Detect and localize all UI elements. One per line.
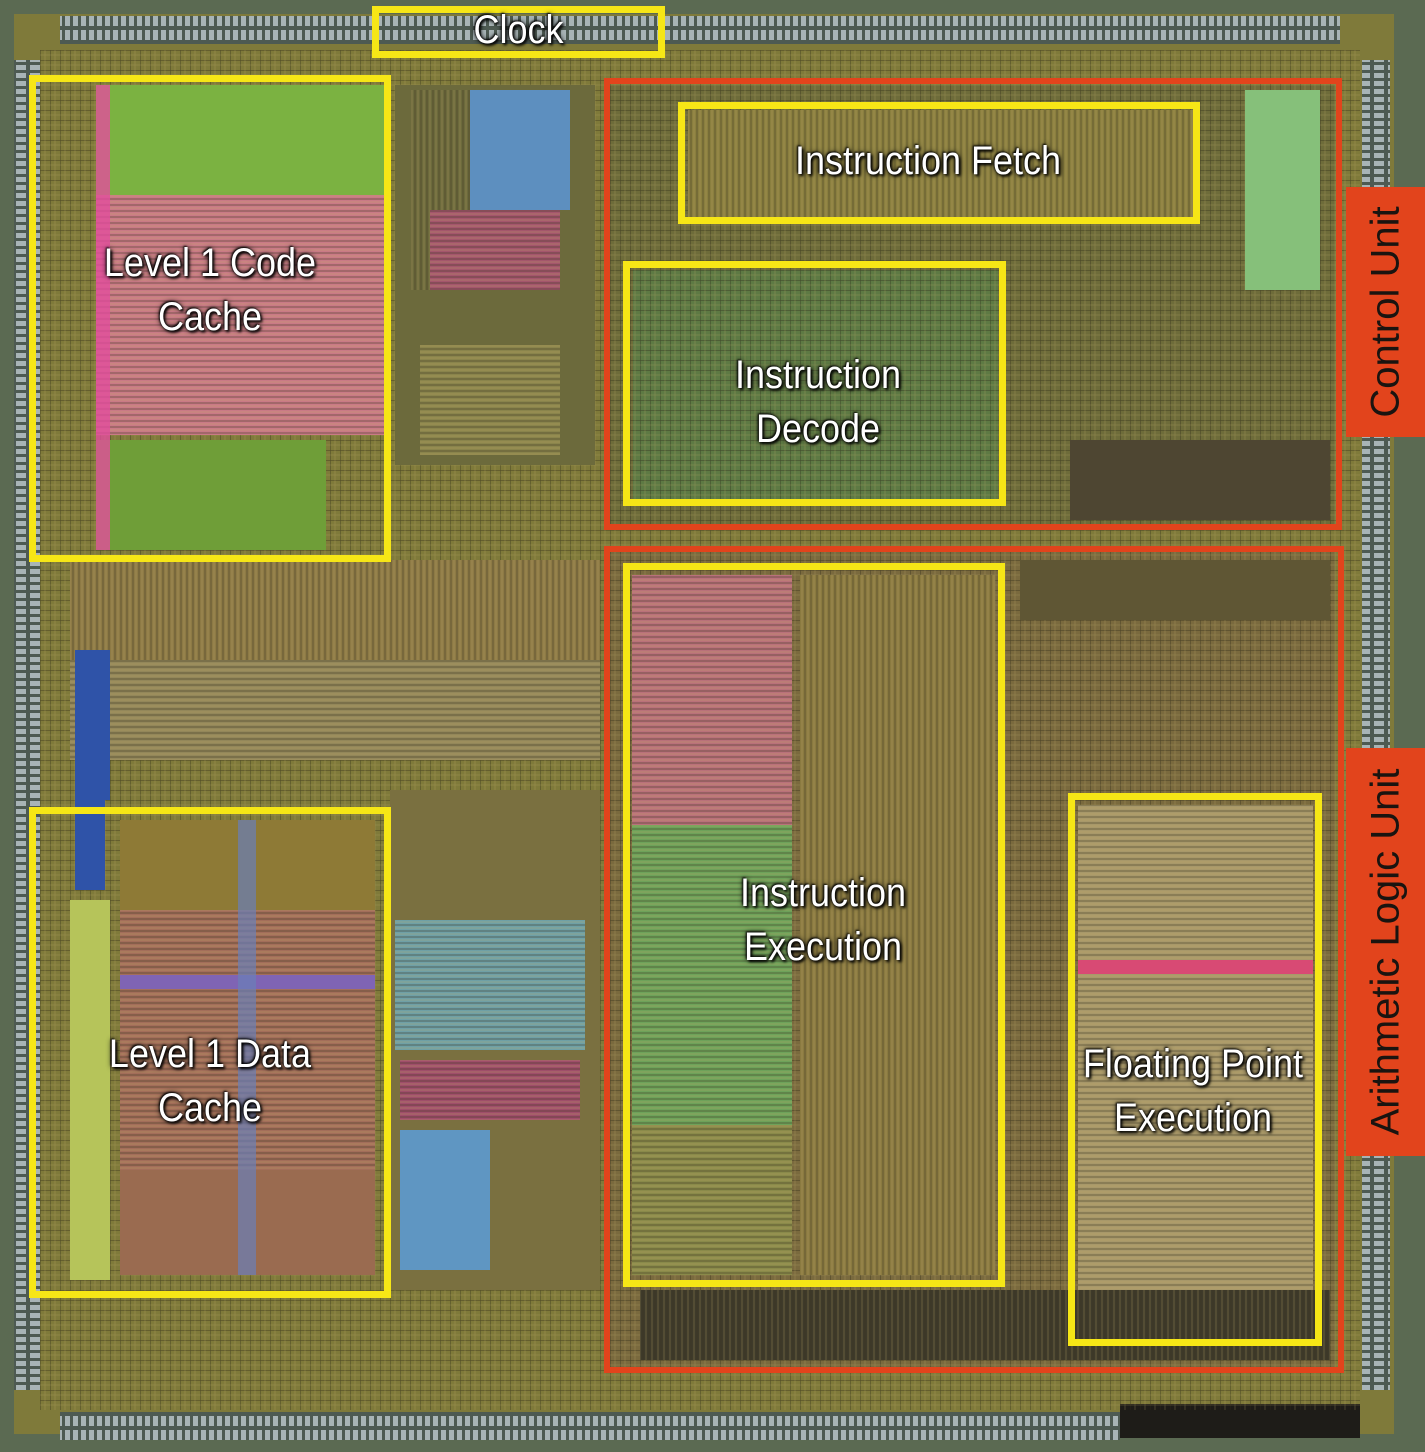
clock-label: Clock	[473, 8, 564, 52]
instruction-execution-label: Instruction Execution	[739, 871, 907, 969]
l1-data-cache-label: Level 1 Data Cache	[108, 1032, 312, 1130]
alu-label: Arithmetic Logic Unit	[1363, 768, 1407, 1136]
l1-code-cache-label: Level 1 Code Cache	[103, 241, 317, 339]
floating-point-execution-label: Floating Point Execution	[1082, 1042, 1304, 1140]
clock-block	[372, 6, 665, 58]
control-unit-label: Control Unit	[1363, 206, 1407, 418]
instruction-fetch-block	[678, 102, 1200, 224]
alu-tab: Arithmetic Logic Unit	[1346, 748, 1425, 1156]
instruction-decode-label: Instruction Decode	[734, 353, 902, 451]
l1-data-cache-block	[29, 807, 391, 1298]
instruction-execution-block	[623, 563, 1005, 1287]
control-unit-tab: Control Unit	[1346, 187, 1425, 437]
floating-point-execution-block	[1068, 793, 1322, 1346]
l1-code-cache-block	[29, 75, 391, 562]
alu-outline	[604, 546, 1344, 1373]
instruction-decode-block	[623, 261, 1006, 506]
instruction-fetch-label: Instruction Fetch	[794, 139, 1062, 183]
control-unit-outline	[604, 78, 1342, 530]
